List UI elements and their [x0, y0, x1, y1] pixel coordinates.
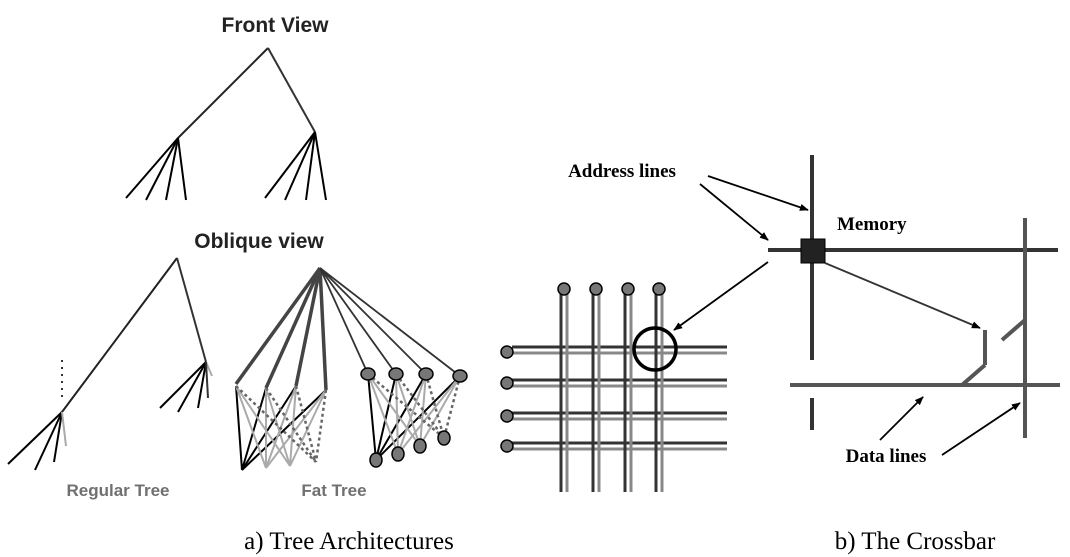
crossbar-terminal-left	[500, 439, 514, 453]
crossbar-detail	[673, 155, 1060, 456]
regular-tree-label: Regular Tree	[67, 481, 170, 500]
fat-tree-label: Fat Tree	[301, 481, 366, 500]
fat-tree-leaf	[391, 446, 405, 462]
crossbar-horizontal-lines	[512, 345, 727, 451]
crossbar-terminal-top	[589, 282, 603, 296]
crossbar-terminal-left	[500, 409, 514, 423]
front-view-label: Front View	[222, 14, 330, 37]
switch-contact-diag	[960, 363, 987, 387]
memory-label: Memory	[837, 214, 907, 235]
data-lines-arrow-1	[879, 396, 924, 441]
crossbar-terminal-top	[621, 282, 635, 296]
crossbar-terminal-left	[500, 376, 514, 390]
fat-tree-leaf	[437, 430, 451, 446]
crossbar-terminal-top	[652, 282, 666, 296]
fat-tree-leaf	[413, 438, 427, 454]
address-lines-arrow-1	[707, 175, 809, 211]
crossbar-grid	[500, 282, 727, 492]
data-lines-arrow-2	[941, 402, 1021, 456]
fat-tree-leaf	[369, 452, 383, 468]
highlighted-junction-circle	[632, 326, 678, 372]
address-lines-arrow-2	[699, 183, 769, 241]
front-view-tree	[125, 47, 327, 201]
crossbar-terminal-top	[557, 282, 571, 296]
fat-tree	[234, 266, 468, 471]
address-lines-label: Address lines	[568, 161, 676, 182]
junction-pointer-arrow	[673, 261, 769, 331]
oblique-view-label: Oblique view	[194, 230, 324, 253]
fat-tree-node	[452, 369, 468, 383]
memory-to-switch-arrow	[824, 262, 981, 329]
switch-arm	[1000, 318, 1027, 342]
memory-cell	[800, 238, 826, 264]
fat-tree-node	[360, 367, 376, 381]
caption-tree-architectures: a) Tree Architectures	[244, 528, 454, 555]
fat-tree-node	[418, 367, 434, 381]
regular-tree	[7, 257, 213, 471]
caption-crossbar: b) The Crossbar	[835, 528, 996, 555]
crossbar-vertical-lines	[559, 290, 664, 492]
fat-tree-node	[388, 367, 404, 381]
data-lines-label: Data lines	[846, 446, 927, 467]
crossbar-terminal-left	[500, 345, 514, 359]
